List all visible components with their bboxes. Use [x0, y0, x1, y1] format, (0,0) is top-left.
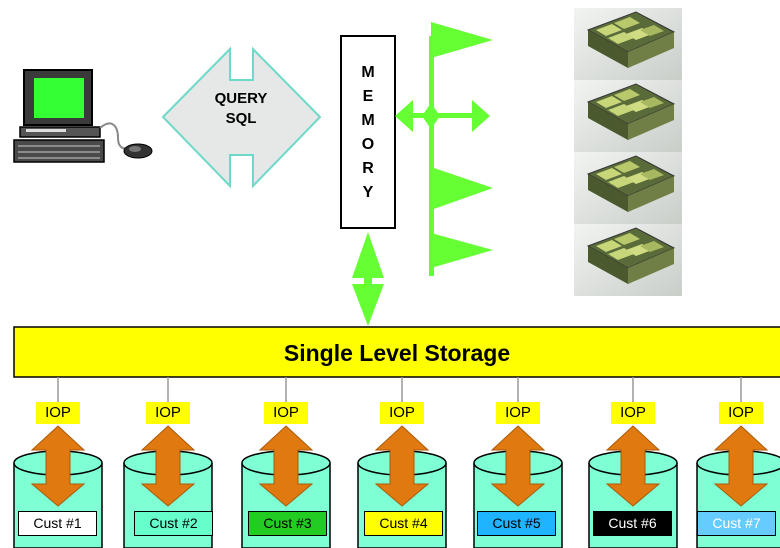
processor-chip-icon [574, 80, 682, 152]
customer-label: Cust #3 [248, 511, 327, 536]
io-arrow [30, 425, 86, 507]
io-arrow [605, 425, 661, 507]
memory-letter: M [361, 112, 375, 129]
iop-label: IOP [380, 402, 424, 424]
memory-letter: O [361, 136, 375, 153]
iop-label: IOP [496, 402, 540, 424]
processor-chip-icon [574, 152, 682, 224]
io-arrow [713, 425, 769, 507]
io-arrow [140, 425, 196, 507]
processor-chips [574, 8, 682, 296]
memory-box [340, 35, 396, 229]
sql-label: SQL [225, 110, 257, 127]
disk-groups [13, 377, 780, 548]
customer-label: Cust #7 [697, 511, 776, 536]
iop-label: IOP [611, 402, 655, 424]
processor-chip-icon [574, 8, 682, 80]
customer-label: Cust #5 [477, 511, 556, 536]
query-label: QUERY [214, 90, 268, 107]
io-arrow [258, 425, 314, 507]
processor-bus [395, 22, 493, 276]
storage-label: Single Level Storage [283, 340, 511, 366]
query-sql-arrow [161, 46, 322, 189]
io-arrow [374, 425, 430, 507]
single-level-storage-bar [13, 326, 780, 378]
io-arrow [490, 425, 546, 507]
customer-label: Cust #4 [364, 511, 443, 536]
memory-letter: E [362, 88, 374, 105]
customer-label: Cust #1 [18, 511, 97, 536]
iop-label: IOP [264, 402, 308, 424]
desktop-computer-icon [13, 69, 153, 163]
memory-letter: M [361, 64, 375, 81]
memory-letter: Y [362, 184, 374, 201]
iop-label: IOP [719, 402, 763, 424]
customer-label: Cust #2 [134, 511, 213, 536]
iop-label: IOP [146, 402, 190, 424]
processor-chip-icon [574, 224, 682, 296]
customer-label: Cust #6 [593, 511, 672, 536]
iop-label: IOP [36, 402, 80, 424]
memory-letter: R [362, 160, 374, 177]
memory-storage-arrow [352, 232, 384, 326]
